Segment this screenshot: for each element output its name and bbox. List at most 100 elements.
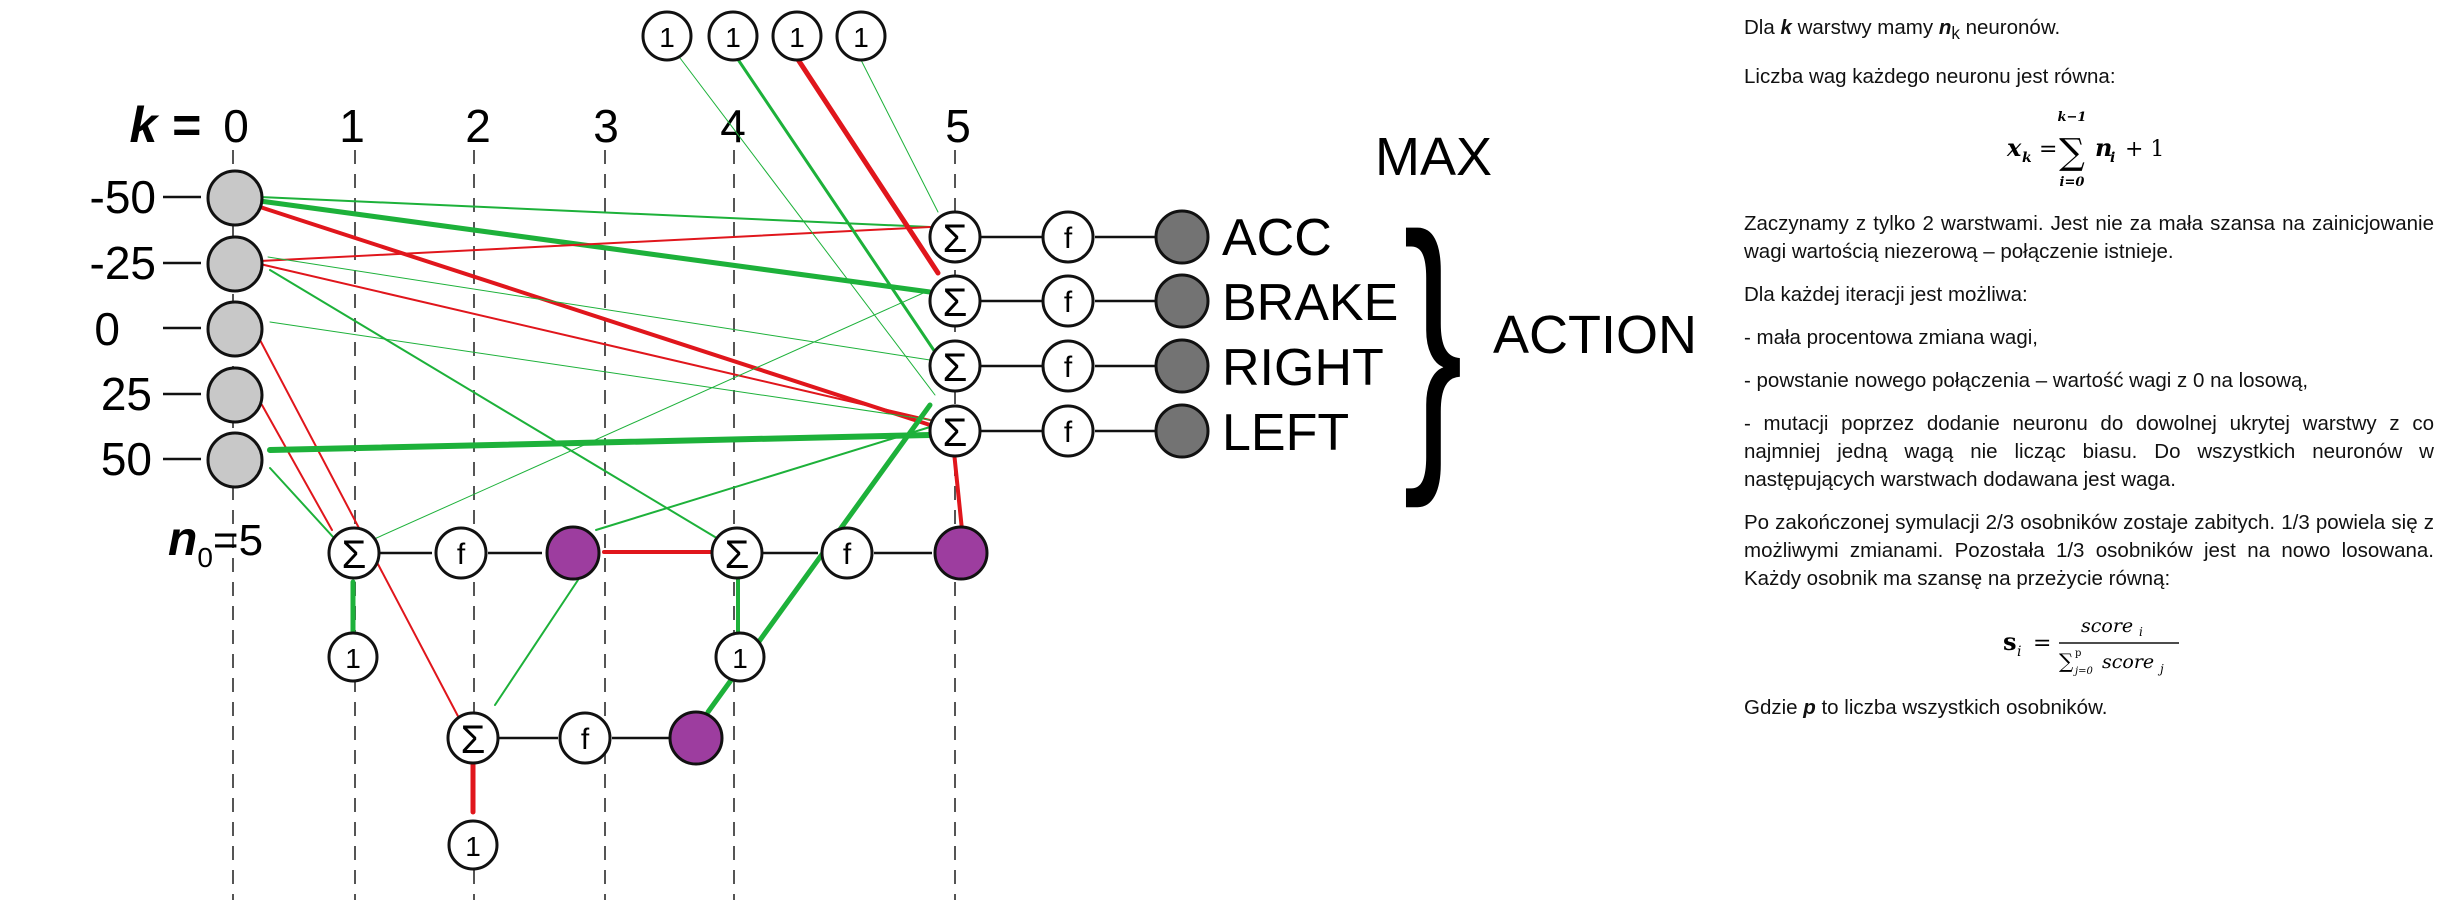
weight-line — [259, 196, 931, 228]
hidden-neuron-a: Σ f 1 — [327, 525, 601, 683]
output-layer: Σ Σ Σ Σ f f f f ACC BRAKE RIGHT LEFT — [928, 209, 1398, 462]
sum-icon: Σ — [943, 411, 968, 455]
sum-node — [928, 274, 982, 328]
hidden-output-node — [545, 525, 601, 581]
mutation-new-connection-text: - powstanie nowego połączenia – wartość … — [1744, 369, 2309, 393]
input-label: 0 — [94, 303, 120, 355]
activation-label: f — [1064, 286, 1073, 319]
bias-node — [835, 10, 887, 62]
activation-node — [434, 526, 488, 580]
input-layer: -50 -25 0 25 50 n0=5 — [90, 169, 264, 573]
sum-icon: Σ — [342, 533, 367, 577]
weight-line — [371, 289, 931, 541]
weight-line — [735, 56, 937, 354]
bias-label: 1 — [725, 22, 741, 53]
bias-label: 1 — [465, 831, 481, 862]
activation-node — [1041, 339, 1095, 393]
sum-icon: Σ — [461, 718, 486, 762]
bias-node — [771, 10, 823, 62]
svg-text:∑: ∑ — [2059, 132, 2085, 173]
activation-node — [558, 711, 612, 765]
curly-brace-icon: } — [1403, 175, 1463, 510]
bias-node — [447, 819, 499, 871]
svg-text:x: x — [2006, 133, 2022, 162]
input-node — [206, 366, 264, 424]
output-node — [1154, 338, 1210, 394]
svg-text:k: k — [2022, 150, 2032, 166]
weight-line — [794, 55, 941, 276]
activation-node — [1041, 404, 1095, 458]
layer-label: 4 — [720, 100, 746, 152]
sum-node — [327, 526, 381, 580]
weight-line — [259, 226, 931, 262]
neural-network-diagram: k = 0 1 2 3 4 5 - — [90, 10, 1697, 900]
bias-node — [327, 631, 379, 683]
bias-label: 1 — [732, 643, 748, 674]
activation-label: f — [1064, 416, 1073, 449]
layer-label: 2 — [465, 100, 491, 152]
input-node — [206, 235, 264, 293]
weight-line — [267, 256, 931, 361]
output-node — [1154, 209, 1210, 265]
svg-text:+ 1: + 1 — [2125, 137, 2164, 162]
activation-label: f — [1064, 351, 1073, 384]
input-label: -50 — [90, 171, 156, 223]
action-label: ACTION — [1493, 305, 1697, 365]
bias-label: 1 — [659, 22, 675, 53]
svg-text:p: p — [2075, 648, 2081, 659]
weight-line — [257, 198, 933, 295]
svg-text:n: n — [2095, 133, 2112, 162]
bias-node — [707, 10, 759, 62]
svg-text:i=0: i=0 — [2060, 175, 2085, 190]
input-label: -25 — [90, 237, 156, 289]
survival-formula: s i = score i ∑ p j=0 score j — [1744, 608, 2434, 678]
layer-label: 3 — [593, 100, 619, 152]
output-node — [1154, 273, 1210, 329]
initial-layers-text: Zaczynamy z tylko 2 warstwami. Jest nie … — [1744, 212, 2434, 264]
hidden-output-node — [668, 710, 724, 766]
weight-line — [267, 432, 933, 453]
survival-formula-svg: s i = score i ∑ p j=0 score j — [2003, 615, 2179, 677]
input-nodes — [206, 169, 264, 489]
input-node — [206, 300, 264, 358]
bias-label: 1 — [853, 22, 869, 53]
weight-line — [679, 57, 936, 396]
activation-label: f — [581, 723, 590, 756]
mutation-weight-change-text: - mała procentowa zmiana wagi, — [1744, 326, 2038, 350]
input-label: 25 — [101, 368, 152, 420]
iteration-text: Dla każdej iteracji jest możliwa: — [1744, 283, 2028, 307]
bias-node — [641, 10, 693, 62]
weights-count-text: Liczba wag każdego neuronu jest równa: — [1744, 65, 2116, 89]
weights-formula-svg: x k = k−1 ∑ i=0 n i + 1 — [2006, 110, 2164, 190]
population-count-text: Gdzie p to liczba wszystkich osobników. — [1744, 696, 2108, 720]
sum-node — [446, 711, 500, 765]
svg-text:i: i — [2139, 625, 2143, 639]
hidden-neuron-b: Σ f 1 — [710, 525, 989, 683]
output-label-left: LEFT — [1222, 404, 1349, 462]
layer-label: 5 — [945, 100, 971, 152]
bias-label: 1 — [789, 22, 805, 53]
max-label: MAX — [1375, 127, 1492, 187]
output-bias-nodes: 1 1 1 1 — [641, 10, 887, 62]
weight-connections — [257, 55, 964, 815]
weight-line — [269, 321, 931, 421]
sum-icon: Σ — [943, 346, 968, 390]
svg-text:=: = — [2039, 137, 2057, 162]
svg-text:i: i — [2110, 150, 2115, 166]
description-panel: Dla k warstwy mamy nk neuronów. Liczba w… — [1744, 14, 2434, 737]
sum-icon: Σ — [943, 217, 968, 261]
layer-labels: 0 1 2 3 4 5 — [223, 100, 971, 152]
weight-line — [494, 579, 579, 706]
bias-label: 1 — [345, 643, 361, 674]
weight-line — [952, 450, 964, 532]
sum-icon: Σ — [725, 533, 750, 577]
input-labels: -50 -25 0 25 50 — [90, 171, 156, 485]
k-label: k = — [130, 97, 201, 153]
weight-line — [269, 269, 721, 541]
n0-label: n0=5 — [168, 513, 263, 573]
svg-text:s: s — [2003, 627, 2017, 656]
sum-node — [928, 210, 982, 264]
output-label-acc: ACC — [1222, 209, 1332, 267]
weight-line — [258, 205, 932, 427]
layer-label: 1 — [339, 100, 365, 152]
